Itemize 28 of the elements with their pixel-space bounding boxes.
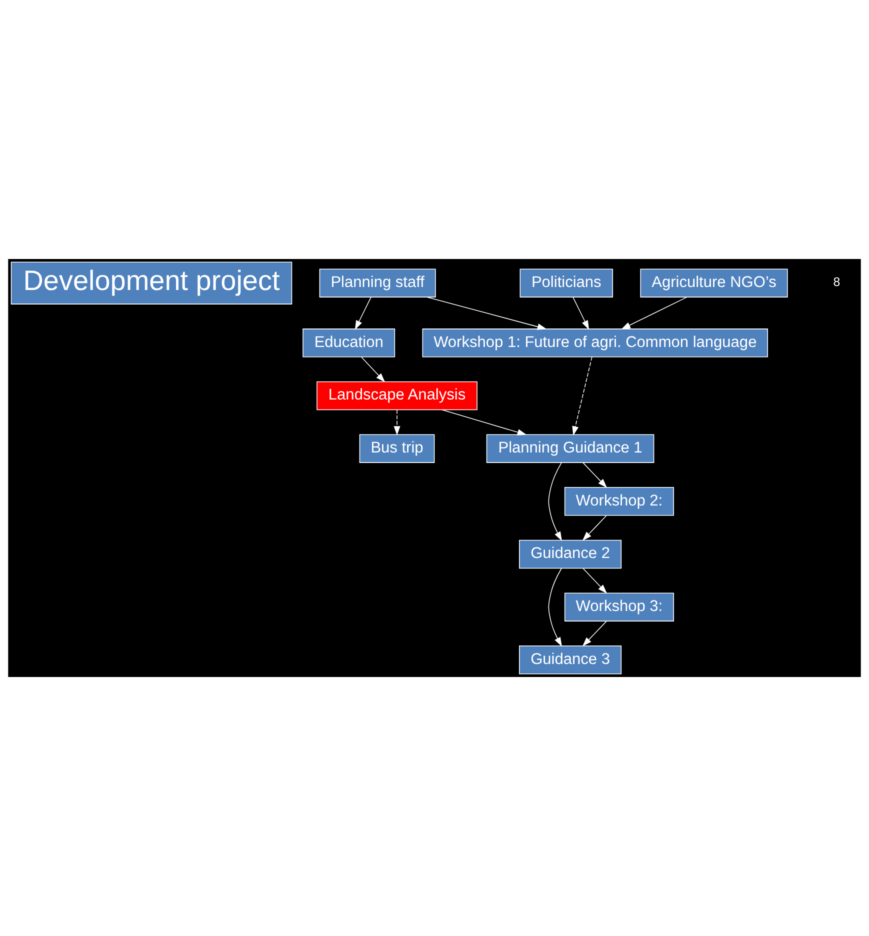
node-box: Workshop 3:: [564, 592, 674, 622]
node-box: Guidance 3: [519, 646, 622, 674]
node-box: Workshop 1: Future of agri. Common language: [422, 328, 768, 358]
arrow: [582, 515, 607, 541]
arrow: [572, 356, 592, 436]
arrow: [582, 462, 608, 488]
arrow: [548, 462, 562, 541]
node-box: Politicians: [520, 268, 613, 298]
arrow: [354, 296, 372, 330]
node-box: Workshop 2:: [564, 487, 674, 516]
node-box: Planning staff: [319, 268, 436, 298]
arrow: [548, 568, 562, 647]
node-box: Bus trip: [359, 434, 435, 463]
arrow: [361, 356, 386, 382]
arrow: [394, 410, 400, 436]
node-box: Agriculture NGO’s: [640, 268, 788, 298]
label: 8: [833, 275, 840, 290]
node-box: Development project: [10, 262, 292, 304]
arrow: [621, 296, 688, 330]
node-box: Landscape Analysis: [316, 381, 478, 410]
arrow: [441, 409, 527, 436]
node-box: Guidance 2: [519, 540, 622, 569]
arrow: [572, 296, 590, 330]
arrow: [426, 296, 547, 330]
arrow: [582, 568, 608, 594]
arrow: [582, 620, 607, 646]
node-box: Planning Guidance 1: [486, 434, 654, 463]
node-box: Education: [302, 328, 396, 358]
